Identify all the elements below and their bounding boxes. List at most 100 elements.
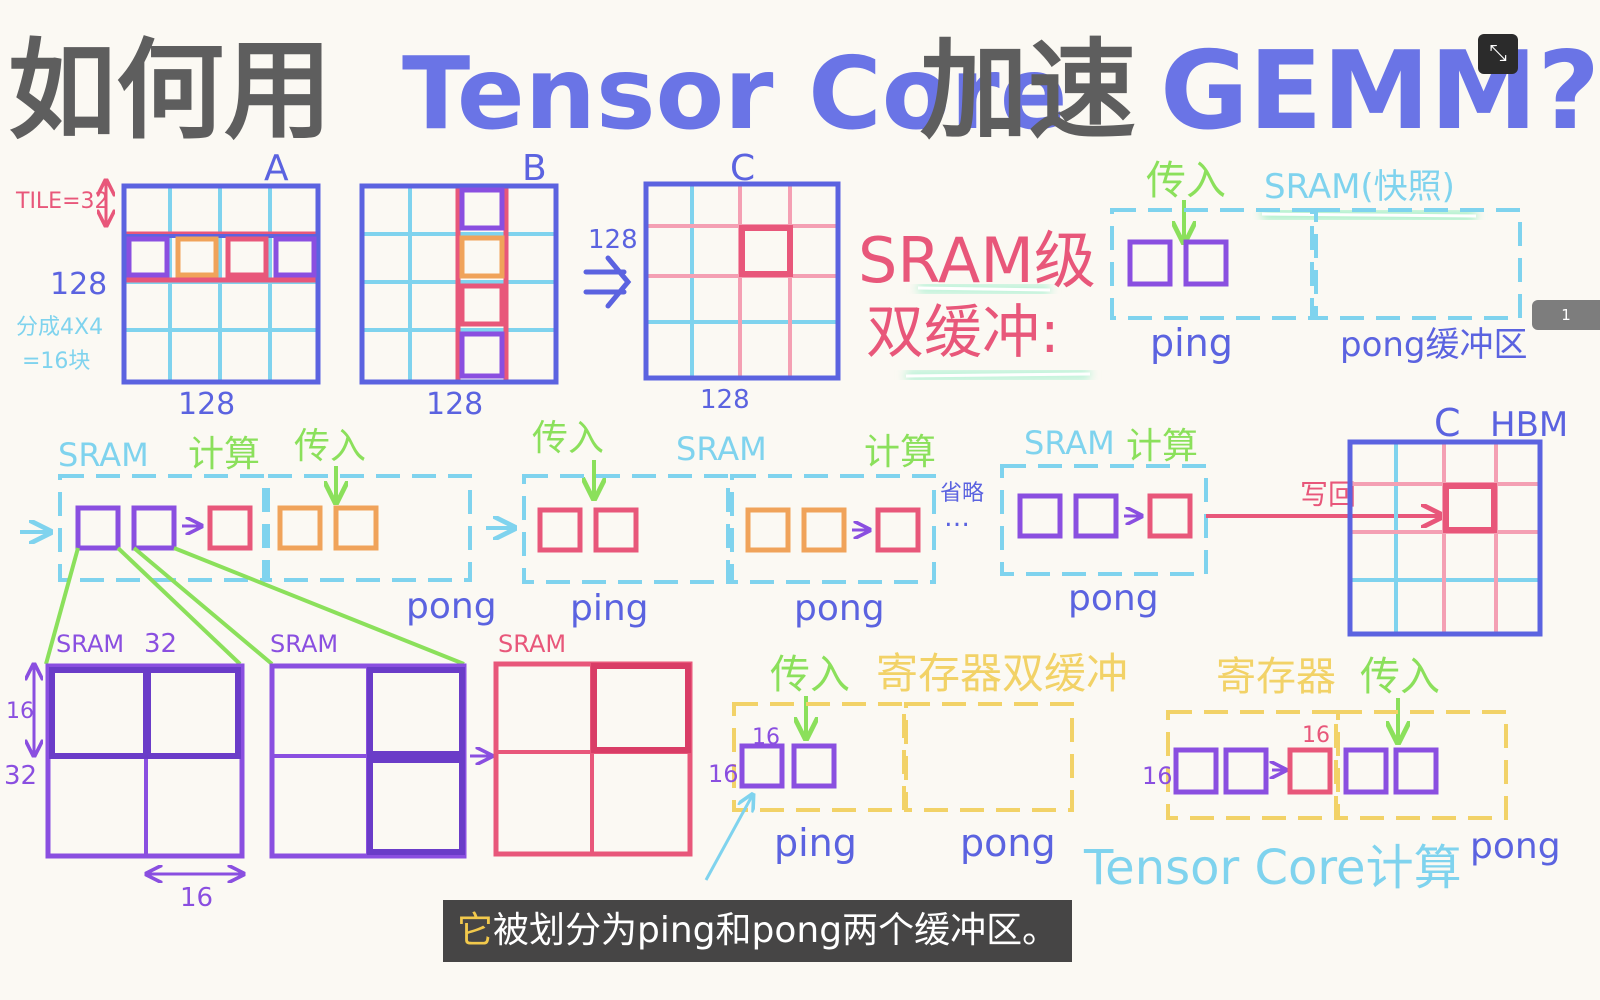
tile-block: [333, 505, 379, 551]
sram-tile1-16-label: 16: [6, 699, 34, 724]
split-note-line2: =16块: [22, 349, 90, 374]
stage2-ping-buffer: [522, 474, 730, 584]
tile-block: [225, 236, 269, 278]
stageN-pong-label: pong: [1068, 578, 1159, 619]
tile-block: [126, 236, 170, 278]
stage2-sram-label: SRAM: [676, 430, 767, 468]
subtitle-first-char: 它: [457, 910, 494, 951]
tile-block: [1343, 747, 1389, 795]
snapshot-label: SRAM(快照): [1264, 167, 1455, 207]
tile-block: [277, 505, 323, 551]
load-label: 传入: [1146, 158, 1226, 204]
register-double-buffer: 传入 寄存器双缓冲 16 16 ping pong: [704, 649, 1128, 881]
tile-block: [1147, 493, 1193, 539]
tc-pong-label: pong: [1470, 826, 1561, 867]
matrix-b-dim-label: 128: [426, 387, 483, 422]
tile-block: [1173, 747, 1219, 795]
reg-double-heading: 寄存器双缓冲: [876, 649, 1128, 698]
reg-ping-buffer: [732, 702, 906, 812]
matrix-a-annotations: TILE=32 128 分成4X4 =16块 128: [15, 182, 235, 422]
matrix-b-label: B: [522, 148, 547, 189]
tile-block: [1223, 747, 1269, 795]
stage1-ping-buffer: [58, 474, 266, 582]
tensor-core-compute-label: Tensor Core计算: [1083, 840, 1462, 896]
omitted-label: 省略: [940, 481, 984, 506]
pipeline-row: SRAM 计算 传入 pong 传入 SRAM 计算 ping pong 省略 …: [20, 418, 1440, 629]
title-part2: Tensor Core: [402, 35, 1068, 152]
tile-block: [591, 663, 691, 753]
sram-tile2-label: SRAM: [270, 630, 338, 658]
page-indicator-tab[interactable]: 1: [1532, 300, 1600, 330]
matrix-a-label: A: [264, 148, 289, 189]
stage2-compute-label: 计算: [864, 432, 936, 473]
sram-tile1-dim-label: 32: [144, 629, 177, 659]
reg-pong-label: pong: [960, 821, 1056, 865]
sram-tile1-width-label: 16: [180, 883, 213, 913]
tile-size-note: TILE=32: [15, 189, 109, 214]
stage1-load-label: 传入: [294, 426, 366, 467]
tile-block: [791, 743, 837, 789]
stage1-sram-label: SRAM: [58, 436, 149, 474]
stage2-load-label: 传入: [532, 418, 604, 459]
tile-block: [801, 507, 847, 553]
tile-block: [537, 507, 583, 553]
matrix-c-hbm: C HBM: [1347, 401, 1568, 637]
sram-snapshot-buffers: 传入 SRAM(快照) ping pong缓冲区: [1110, 158, 1528, 365]
stage1-pong-label: pong: [406, 586, 497, 627]
omitted-dots: …: [944, 503, 970, 533]
ping-buffer: [1110, 208, 1314, 320]
stageN-pong-buffer: [1000, 464, 1208, 576]
sram-tile1-32-label: 32: [4, 761, 37, 791]
reg-ping-label: ping: [774, 821, 857, 865]
tile-block: [1127, 239, 1173, 287]
matrix-c-dim-label: 128: [700, 385, 750, 415]
row-dim-label: 128: [50, 267, 107, 302]
col-dim-label: 128: [178, 387, 235, 422]
tile-block: [593, 507, 639, 553]
tile-block: [1073, 493, 1119, 539]
stage2-pong-label: pong: [794, 588, 885, 629]
register-label: 寄存器: [1216, 654, 1336, 700]
tile-block: [1287, 747, 1333, 795]
tile-block: [459, 187, 505, 231]
tile-block: [131, 505, 177, 551]
tile-block: [75, 505, 121, 551]
reg-height-label: 16: [708, 760, 739, 788]
tile-block: [367, 757, 465, 855]
stage1-compute-label: 计算: [188, 434, 260, 475]
page-number: 1: [1561, 306, 1571, 324]
tile-block: [739, 743, 785, 789]
title: 如何用 Tensor Core 加速 GEMM?: [8, 29, 1600, 154]
arrow-dim-label: 128: [588, 225, 638, 255]
exit-fullscreen-icon: ⤡: [1489, 41, 1507, 66]
tile-block: [1183, 239, 1229, 287]
tile-block: [1017, 493, 1063, 539]
pong-buffer: [1314, 208, 1522, 320]
tile-block: [459, 283, 505, 327]
hbm-output-tile: [1443, 483, 1497, 533]
hbm-label: HBM: [1490, 405, 1568, 445]
tc-height-label: 16: [1142, 762, 1173, 790]
tile-block: [459, 331, 505, 379]
tc-ping-buffer: [1166, 710, 1338, 820]
stage2-ping-label: ping: [570, 588, 649, 629]
title-part1: 如何用: [8, 29, 332, 154]
tc-pong-buffer: [1336, 710, 1508, 820]
matrix-c-output-tile: [739, 225, 793, 277]
subtitle-text: 被划分为ping和pong两个缓冲区。: [493, 910, 1059, 951]
matrix-b: B 128: [359, 148, 559, 422]
tc-load-label: 传入: [1360, 654, 1440, 700]
write-back-label: 写回: [1300, 478, 1356, 511]
sram-tile3-label: SRAM: [498, 630, 566, 658]
exit-fullscreen-button[interactable]: ⤡: [1478, 34, 1518, 74]
subtitle-caption: 它被划分为ping和pong两个缓冲区。: [443, 900, 1073, 962]
tile-block: [273, 236, 317, 278]
reg-pong-buffer: [904, 702, 1074, 812]
ping-label: ping: [1150, 321, 1233, 365]
stage1-pong-buffer: [266, 474, 472, 582]
tile-block: [875, 507, 921, 553]
tile-block: [49, 667, 149, 759]
tile-block: [145, 667, 241, 759]
title-part4: GEMM?: [1160, 29, 1600, 154]
